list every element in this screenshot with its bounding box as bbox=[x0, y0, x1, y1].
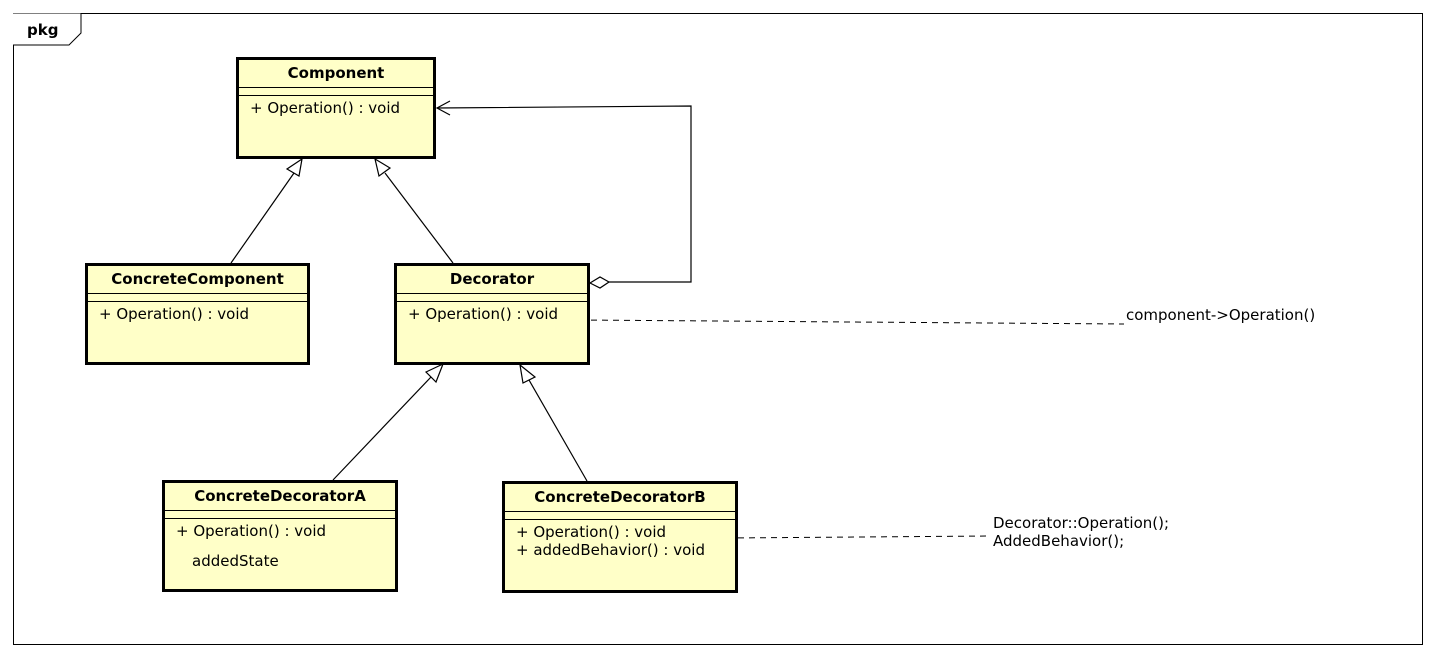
note-text-line: component->Operation() bbox=[1126, 306, 1316, 324]
navigability-arrowhead bbox=[435, 100, 451, 116]
package-frame bbox=[13, 13, 1423, 645]
aggregation-decorator-component bbox=[436, 105, 692, 283]
operations-compartment: + Operation() : void bbox=[239, 96, 433, 117]
class-component[interactable]: Component + Operation() : void bbox=[236, 57, 436, 159]
class-concretedecoratorb[interactable]: ConcreteDecoratorB + Operation() : void … bbox=[502, 481, 738, 593]
attributes-compartment bbox=[88, 294, 307, 302]
operations-compartment: + Operation() : void bbox=[88, 302, 307, 323]
generalization-concretecomponent-component bbox=[230, 172, 295, 264]
note-anchor-decorator bbox=[579, 319, 1125, 325]
note-text-line: Decorator::Operation(); bbox=[993, 514, 1170, 532]
attributes-compartment bbox=[505, 512, 735, 520]
class-concretecomponent[interactable]: ConcreteComponent + Operation() : void bbox=[85, 263, 310, 365]
operation: + Operation() : void bbox=[516, 523, 667, 541]
attributes-compartment bbox=[165, 511, 395, 519]
generalization-arrowhead bbox=[519, 363, 537, 384]
class-name: ConcreteDecoratorA bbox=[165, 483, 395, 511]
package-label: pkg bbox=[27, 21, 59, 39]
generalization-decorator-component bbox=[384, 172, 454, 264]
attribute-text: addedState bbox=[192, 552, 279, 570]
package-tab bbox=[13, 13, 82, 46]
class-name: ConcreteDecoratorB bbox=[505, 484, 735, 512]
generalization-concretedecoratorb-decorator bbox=[528, 379, 588, 482]
note-text-line: AddedBehavior(); bbox=[993, 532, 1125, 550]
attributes-compartment bbox=[397, 294, 587, 302]
operations-compartment: + Operation() : void + addedBehavior() :… bbox=[505, 520, 735, 559]
operation: + Operation() : void bbox=[99, 305, 250, 323]
note-anchor-concretedecoratorb bbox=[726, 535, 992, 539]
operation: + Operation() : void bbox=[250, 99, 401, 117]
class-decorator[interactable]: Decorator + Operation() : void bbox=[394, 263, 590, 365]
generalization-arrowhead bbox=[374, 157, 392, 178]
operation: + Operation() : void bbox=[176, 522, 327, 540]
operations-compartment: + Operation() : void bbox=[397, 302, 587, 323]
operations-compartment: + Operation() : void addedState bbox=[165, 519, 395, 570]
class-name: ConcreteComponent bbox=[88, 266, 307, 294]
attributes-compartment bbox=[239, 88, 433, 96]
class-name: Decorator bbox=[397, 266, 587, 294]
generalization-arrowhead bbox=[424, 362, 445, 384]
generalization-arrowhead bbox=[285, 157, 303, 177]
class-name: Component bbox=[239, 60, 433, 88]
operation: + addedBehavior() : void bbox=[516, 541, 705, 559]
aggregation-diamond bbox=[588, 276, 611, 289]
operation: + Operation() : void bbox=[408, 305, 559, 323]
class-concretedecoratora[interactable]: ConcreteDecoratorA + Operation() : void … bbox=[162, 480, 398, 592]
note-decorator-operation[interactable]: component->Operation() bbox=[1124, 303, 1388, 344]
note-concretedecoratorb-operation[interactable]: Decorator::Operation(); AddedBehavior(); bbox=[991, 511, 1264, 560]
generalization-concretedecoratora-decorator bbox=[332, 376, 432, 481]
